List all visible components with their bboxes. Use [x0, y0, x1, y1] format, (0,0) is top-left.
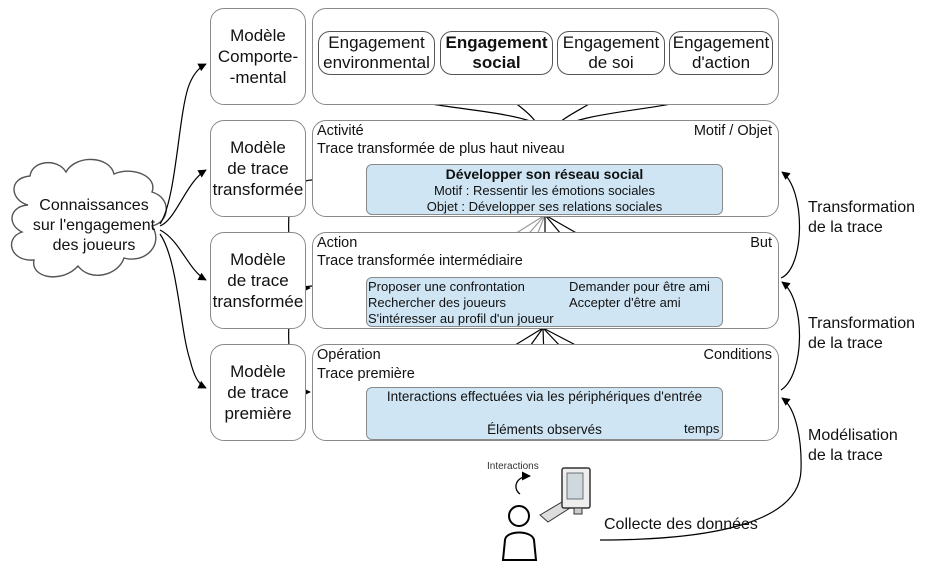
action-subtitle: Trace transformée intermédiaire — [317, 253, 523, 269]
behavioral-model-box: Modèle Comporte- -mental — [210, 8, 306, 105]
transformation-label-lower: Transformation de la trace — [808, 315, 915, 352]
engagement-environmental: Engagement environmental — [318, 31, 435, 75]
observed-elements-label: Éléments observés — [487, 422, 602, 437]
operation-subtitle: Trace première — [317, 366, 415, 382]
action-detail-box — [366, 277, 723, 327]
operation-detail-box — [366, 387, 723, 440]
transformed-model-box-action: Modèle de trace transformée — [210, 232, 306, 329]
operation-conditions-label: Conditions — [703, 347, 772, 363]
modelisation-label: Modélisation de la trace — [808, 427, 898, 464]
action-item-confrontation: Proposer une confrontation — [368, 279, 525, 294]
action-item-friend-request: Demander pour être ami — [569, 279, 710, 294]
operation-title: Opération — [317, 347, 381, 363]
transformed-model-box-activity: Modèle de trace transformée — [210, 120, 306, 217]
primary-trace-model-box: Modèle de trace première — [210, 344, 306, 441]
activity-motif: Motif : Ressentir les émotions sociales — [433, 183, 656, 198]
engagement-action: Engagement d'action — [669, 31, 773, 75]
action-item-search-players: Rechercher des joueurs — [368, 295, 507, 310]
activity-subtitle: Trace transformée de plus haut niveau — [317, 141, 565, 157]
activity-object: Objet : Développer ses relations sociale… — [426, 199, 663, 214]
action-goal-label: But — [750, 235, 772, 251]
operation-box-title: Interactions effectuées via les périphér… — [386, 389, 703, 404]
action-title: Action — [317, 235, 358, 251]
action-item-profile-interest: S'intéresser au profil d'un joueur — [368, 311, 554, 326]
interactions-label: Interactions — [487, 461, 539, 472]
cloud-to-model-arrows — [159, 63, 207, 389]
engagement-social: Engagement social — [440, 31, 553, 75]
action-item-accept-friend: Accepter d'être ami — [569, 295, 681, 310]
user-computer-illustration — [501, 467, 591, 561]
transformation-label-upper: Transformation de la trace — [808, 199, 915, 236]
activity-box-title: Développer son réseau social — [445, 166, 644, 182]
activity-detail-box — [366, 164, 723, 215]
activity-title: Activité — [317, 123, 364, 139]
data-collection-label: Collecte des données — [604, 516, 758, 533]
activity-motif-object-label: Motif / Objet — [693, 123, 772, 139]
knowledge-cloud-label: Connaissances sur l'engagement des joueu… — [32, 197, 156, 254]
time-axis-label: temps — [684, 421, 720, 436]
engagement-self: Engagement de soi — [557, 31, 665, 75]
